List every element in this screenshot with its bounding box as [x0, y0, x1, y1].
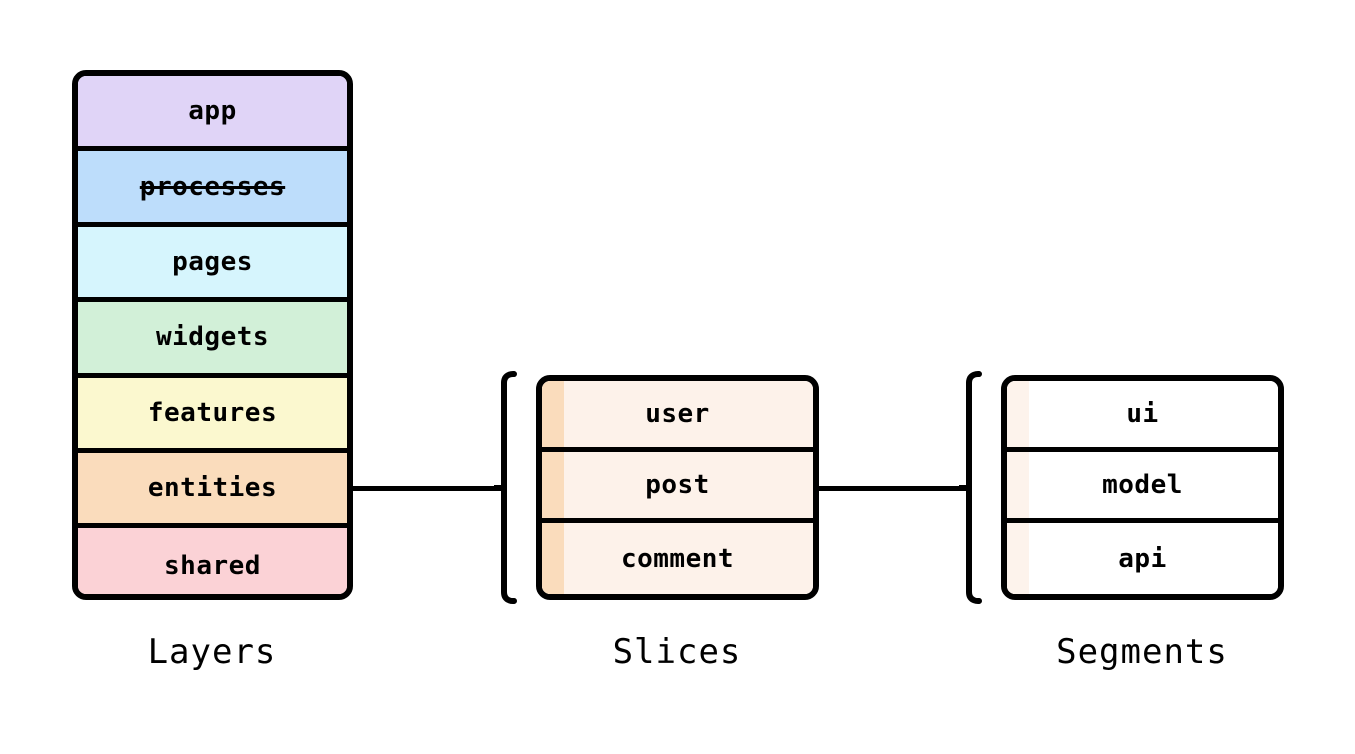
segment-row-api[interactable]: api	[1007, 523, 1278, 594]
connector-slices-to-segments	[819, 486, 969, 491]
segments-stack: ui model api	[1001, 375, 1284, 600]
segments-brace-icon	[959, 369, 985, 606]
segment-row-model[interactable]: model	[1007, 452, 1278, 523]
caption-layers: Layers	[147, 632, 277, 672]
slice-row-comment[interactable]: comment	[542, 523, 813, 594]
connector-layers-to-slices	[353, 486, 503, 491]
layer-row-shared[interactable]: shared	[78, 528, 347, 594]
layer-label-entities: entities	[147, 473, 278, 504]
segment-accent-stripe	[1007, 452, 1029, 518]
slices-brace-icon	[494, 369, 520, 606]
layer-label-shared: shared	[164, 551, 261, 582]
slice-row-user[interactable]: user	[542, 381, 813, 452]
slice-accent-stripe	[542, 452, 564, 518]
layer-row-entities[interactable]: entities	[78, 453, 347, 529]
layer-row-features[interactable]: features	[78, 377, 347, 454]
layer-row-widgets[interactable]: widgets	[78, 302, 347, 378]
layer-label-processes: processes	[139, 171, 286, 202]
slice-label-comment: comment	[620, 543, 735, 574]
segment-label-model: model	[1102, 470, 1183, 500]
slice-accent-stripe	[542, 381, 564, 447]
segment-row-ui[interactable]: ui	[1007, 381, 1278, 452]
layer-label-features: features	[147, 397, 278, 428]
layers-stack: app processes pages widgets features ent…	[72, 70, 353, 600]
layer-label-app: app	[188, 96, 237, 127]
layer-label-pages: pages	[172, 247, 253, 278]
segment-label-api: api	[1118, 543, 1167, 574]
layer-row-pages[interactable]: pages	[78, 226, 347, 303]
segment-accent-stripe	[1007, 523, 1029, 594]
slice-row-post[interactable]: post	[542, 452, 813, 523]
segment-accent-stripe	[1007, 381, 1029, 447]
layer-label-widgets: widgets	[155, 322, 270, 353]
caption-slices: Slices	[612, 632, 742, 672]
slice-label-post: post	[645, 470, 710, 500]
caption-segments: Segments	[1056, 632, 1228, 672]
slices-stack: user post comment	[536, 375, 819, 600]
slice-label-user: user	[645, 399, 710, 429]
layer-row-app[interactable]: app	[78, 76, 347, 152]
slice-accent-stripe	[542, 523, 564, 594]
layer-row-processes[interactable]: processes	[78, 151, 347, 227]
segment-label-ui: ui	[1126, 399, 1159, 429]
